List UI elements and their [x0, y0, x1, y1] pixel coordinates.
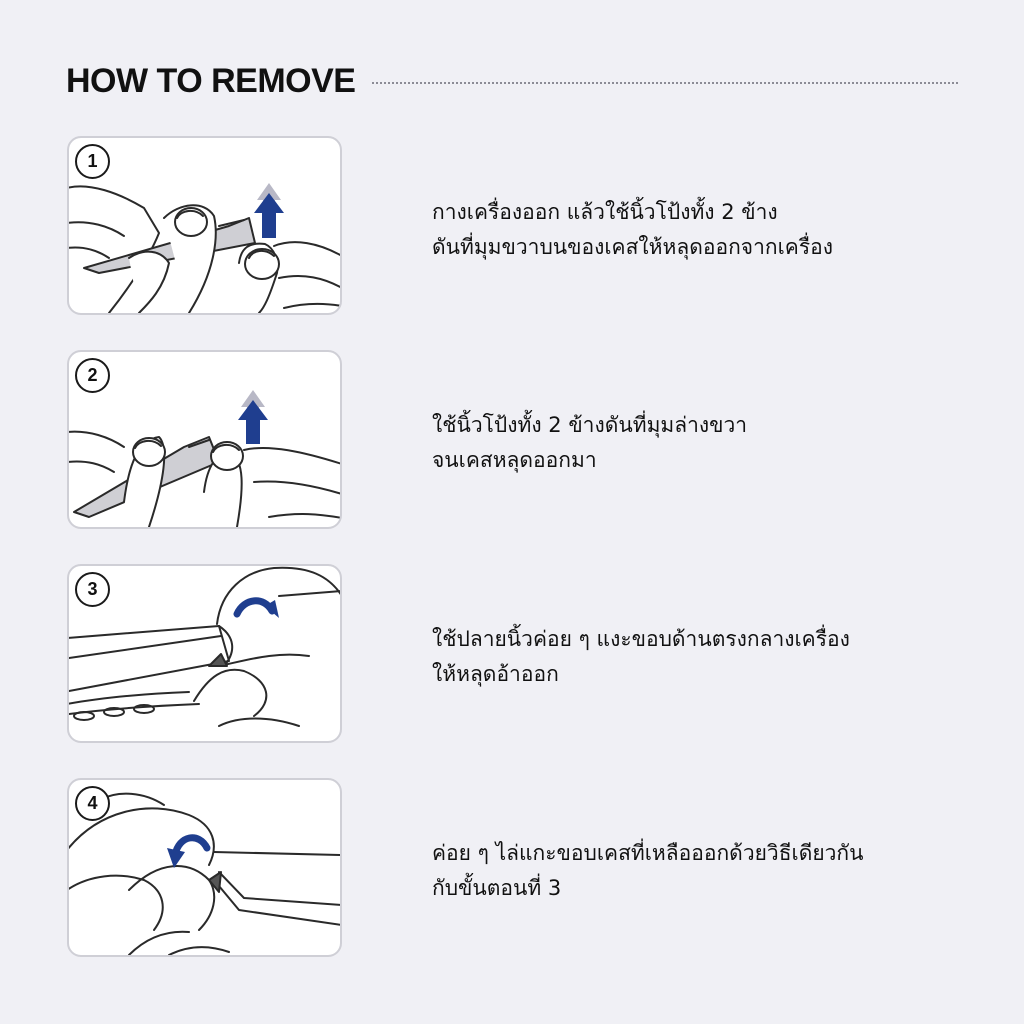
step-2: 2	[67, 350, 342, 529]
step-3-line-1: ใช้ปลายนิ้วค่อย ๆ แงะขอบด้านตรงกลางเครื่…	[432, 627, 850, 651]
dotted-divider	[372, 82, 958, 84]
page-title: HOW TO REMOVE	[66, 62, 356, 100]
up-arrow-icon	[254, 183, 284, 238]
step-4-illustration	[67, 778, 342, 957]
step-4-line-2: กับขั้นตอนที่ 3	[432, 876, 562, 900]
step-3-illustration	[67, 564, 342, 743]
step-2-description: ใช้นิ้วโป้งทั้ง 2 ข้างดันที่มุมล่างขวา จ…	[432, 408, 992, 478]
step-3: 3	[67, 564, 342, 743]
hands-thumbs-push-illustration	[69, 183, 340, 313]
fingertip-peel-illustration	[69, 792, 340, 955]
step-2-line-1: ใช้นิ้วโป้งทั้ง 2 ข้างดันที่มุมล่างขวา	[432, 413, 748, 437]
hands-thumbs-push-illustration	[69, 390, 340, 527]
step-2-line-2: จนเคสหลุดออกมา	[432, 448, 597, 472]
step-3-description: ใช้ปลายนิ้วค่อย ๆ แงะขอบด้านตรงกลางเครื่…	[432, 622, 992, 692]
step-1: 1	[67, 136, 342, 315]
step-number-badge: 2	[75, 358, 110, 393]
step-1-illustration	[67, 136, 342, 315]
step-1-line-2: ดันที่มุมขวาบนของเคสให้หลุดออกจากเครื่อง	[432, 235, 833, 259]
step-1-description: กางเครื่องออก แล้วใช้นิ้วโป้งทั้ง 2 ข้าง…	[432, 195, 992, 265]
step-number-badge: 3	[75, 572, 110, 607]
up-arrow-icon	[238, 390, 268, 444]
step-4: 4	[67, 778, 342, 957]
step-1-line-1: กางเครื่องออก แล้วใช้นิ้วโป้งทั้ง 2 ข้าง	[432, 200, 778, 224]
step-2-illustration	[67, 350, 342, 529]
curved-arrow-icon	[233, 597, 279, 618]
fingertip-pry-illustration	[69, 566, 340, 727]
curved-arrow-icon	[167, 834, 211, 868]
step-4-description: ค่อย ๆ ไล่แกะขอบเคสที่เหลือออกด้วยวิธีเด…	[432, 836, 992, 906]
step-4-line-1: ค่อย ๆ ไล่แกะขอบเคสที่เหลือออกด้วยวิธีเด…	[432, 841, 864, 865]
step-3-line-2: ให้หลุดอ้าออก	[432, 662, 559, 686]
header: HOW TO REMOVE	[66, 58, 966, 108]
step-number-badge: 4	[75, 786, 110, 821]
step-number-badge: 1	[75, 144, 110, 179]
